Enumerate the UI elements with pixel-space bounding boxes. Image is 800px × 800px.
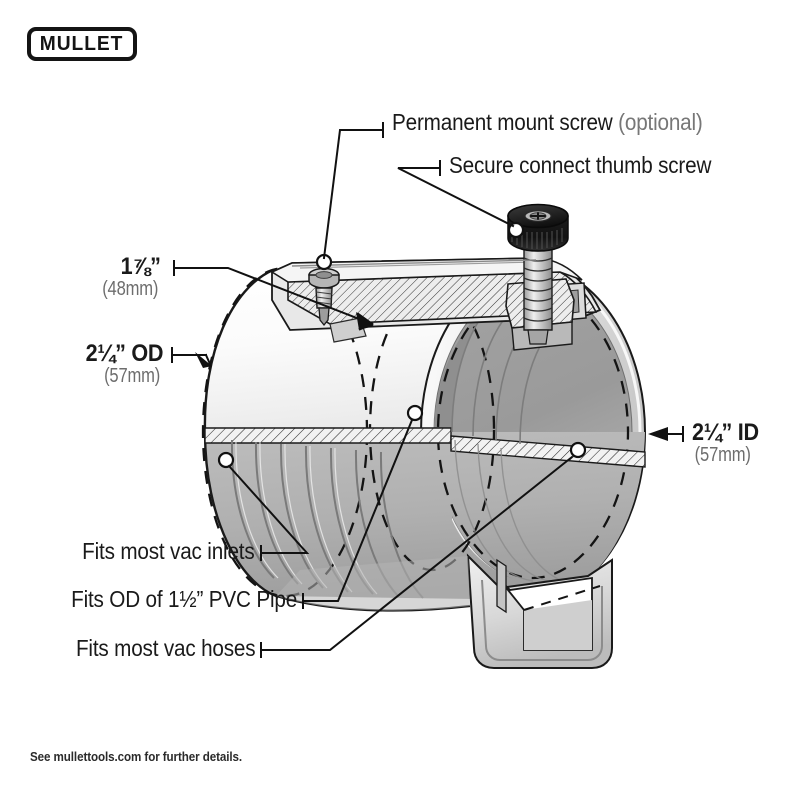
bracket-hole-inner-shade (524, 600, 592, 650)
label-fits-vac-inlets: Fits most vac inlets (82, 538, 256, 564)
thumb-screw-shaft (523, 239, 553, 331)
label-flange-width-value: 1⅞” (120, 253, 161, 280)
leader-flange-width (173, 267, 374, 326)
label-outer-diameter-metric: (57mm) (103, 365, 160, 388)
label-flange-width: 1⅞” (48mm) (100, 253, 162, 301)
mullet-logo-text: MULLET (40, 33, 124, 55)
label-permanent-mount-screw: Permanent mount screw (optional) (392, 110, 703, 134)
leader-permanent-mount-screw (322, 129, 384, 260)
footer-note: See mullettools.com for further details. (30, 750, 243, 764)
label-outer-diameter-value: 2¼” OD (85, 340, 163, 367)
label-inner-diameter-value: 2¼” ID (692, 419, 759, 446)
label-secure-connect-thumb-screw: Secure connect thumb screw (449, 153, 711, 177)
leader-lines (171, 122, 684, 658)
label-permanent-mount-screw-suffix: (optional) (618, 109, 703, 135)
leader-od-diag (204, 353, 212, 366)
label-fits-pvc-pipe-text: Fits OD of 1½” PVC Pipe (71, 586, 297, 612)
label-secure-connect-thumb-screw-text: Secure connect thumb screw (449, 152, 712, 178)
label-outer-diameter: 2¼” OD (57mm) (85, 341, 163, 387)
leader-secure-connect (397, 167, 515, 228)
leader-pvc-pipe (302, 418, 414, 602)
leader-vac-hoses (260, 455, 574, 651)
top-surface-ridges (299, 261, 537, 269)
label-inner-diameter-metric: (57mm) (694, 444, 751, 467)
phillips-cross-icon (530, 212, 546, 220)
label-flange-width-metric: (48mm) (102, 278, 159, 301)
leader-dot-vac-inlets (217, 451, 235, 469)
bracket-inner-rim (481, 579, 603, 661)
leader-dot-pvc-pipe (406, 404, 424, 422)
secure-connect-thumb-screw[interactable] (505, 203, 575, 351)
label-fits-vac-hoses-text: Fits most vac hoses (75, 635, 256, 661)
arrowhead-od (195, 352, 212, 368)
mullet-logo: MULLET (27, 27, 137, 61)
section-cut-band (204, 427, 452, 444)
arrowhead-id (648, 427, 668, 441)
leader-dot-vac-hoses (569, 441, 587, 459)
cutaway-interior (205, 432, 645, 600)
label-fits-vac-inlets-text: Fits most vac inlets (82, 538, 256, 564)
label-permanent-mount-screw-text: Permanent mount screw (392, 109, 613, 135)
leader-vac-inlets (227, 464, 310, 554)
arrowhead-flange (356, 312, 374, 330)
bracket-web (496, 558, 507, 614)
adapter-body (201, 203, 647, 669)
bottom-mounting-bracket (466, 553, 613, 669)
top-flange-step (329, 317, 367, 343)
body-contour-lines (291, 259, 537, 267)
label-fits-vac-hoses: Fits most vac hoses (75, 635, 256, 661)
right-end-id-dashed (436, 285, 630, 580)
label-fits-pvc-pipe: Fits OD of 1½” PVC Pipe (71, 587, 297, 611)
label-inner-diameter: 2¼” ID (57mm) (692, 420, 759, 466)
bracket-hidden-edge (523, 585, 601, 611)
thumb-screw-tip (527, 329, 549, 345)
body-bottom-fill (276, 556, 470, 611)
